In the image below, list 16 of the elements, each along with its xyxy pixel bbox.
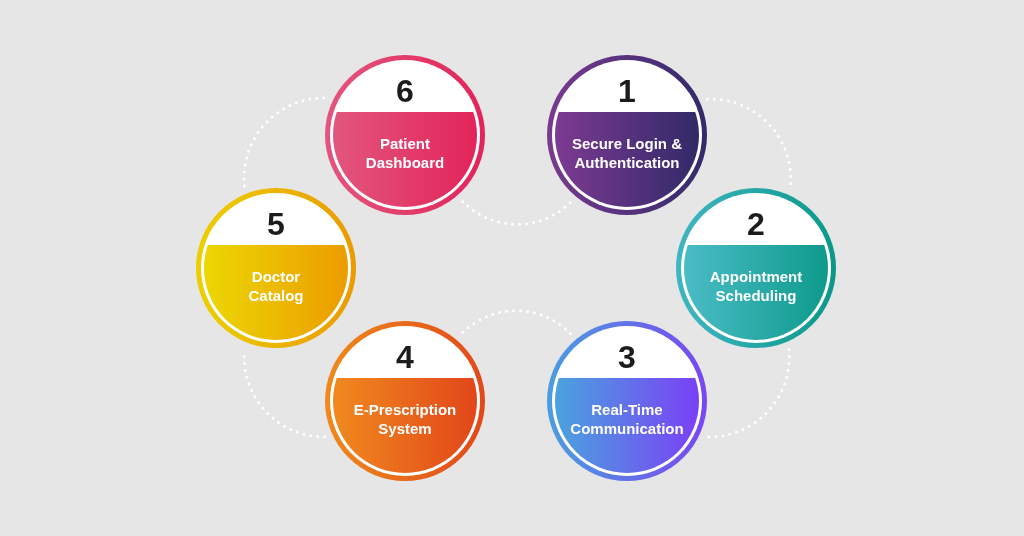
dotted-connector	[461, 199, 572, 226]
step-number: 5	[267, 208, 285, 240]
step-label: Real-Time Communication	[569, 400, 685, 438]
dotted-connector	[242, 96, 327, 188]
dotted-connector	[705, 348, 791, 439]
dotted-connector	[460, 309, 572, 336]
step-label: E-Prescription System	[352, 400, 458, 438]
step-label: Doctor Catalog	[247, 267, 305, 305]
step-number: 4	[396, 341, 414, 373]
step-number: 3	[618, 341, 636, 373]
step-label: Appointment Scheduling	[708, 267, 804, 305]
step-label: Secure Login & Authentication	[571, 134, 683, 172]
step-number: 1	[618, 75, 636, 107]
step-label: Patient Dashboard	[364, 134, 446, 172]
step-number: 6	[396, 75, 414, 107]
step-number: 2	[747, 208, 765, 240]
